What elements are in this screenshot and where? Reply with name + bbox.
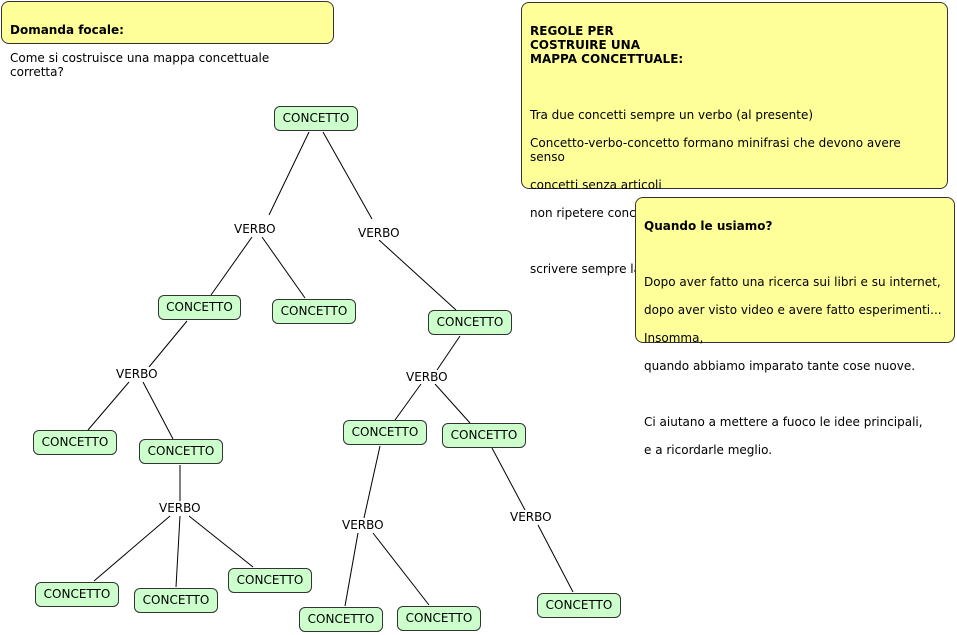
- connector-line: [363, 445, 381, 519]
- connector-line: [188, 515, 254, 568]
- verb-label[interactable]: VERBO: [233, 222, 277, 236]
- connector-line: [148, 320, 188, 368]
- connector-line: [175, 515, 181, 588]
- connector-line: [491, 447, 526, 511]
- connector-line: [322, 131, 373, 220]
- connector-line: [210, 236, 253, 296]
- concept-node-l3b[interactable]: CONCETTO: [134, 588, 218, 613]
- rules-line: Tra due concetti sempre un verbo (al pre…: [530, 108, 814, 122]
- focal-question-note[interactable]: Domanda focale: Come si costruisce una m…: [1, 1, 334, 79]
- connector-line: [394, 383, 422, 421]
- connector-line: [261, 236, 306, 299]
- rules-note[interactable]: REGOLE PER COSTRUIRE UNA MAPPA CONCETTUA…: [521, 2, 948, 276]
- concept-node-l2a[interactable]: CONCETTO: [33, 430, 117, 455]
- concept-node-r2a[interactable]: CONCETTO: [343, 420, 427, 445]
- connector-line: [142, 381, 174, 440]
- connector-line: [537, 524, 574, 593]
- concept-node-l2b[interactable]: CONCETTO: [139, 439, 223, 464]
- rules-title: REGOLE PER COSTRUIRE UNA MAPPA CONCETTUA…: [530, 24, 684, 66]
- focal-question-text: Come si costruisce una mappa concettuale…: [10, 51, 270, 79]
- connector-line: [372, 532, 430, 606]
- rules-line: Concetto-verbo-concetto formano minifras…: [530, 136, 901, 164]
- rules-line: concetti senza articoli: [530, 178, 662, 192]
- usage-note[interactable]: Quando le usiamo? Dopo aver fatto una ri…: [635, 197, 955, 457]
- usage-title: Quando le usiamo?: [644, 219, 773, 233]
- connector-line: [378, 239, 457, 311]
- concept-node-l3a[interactable]: CONCETTO: [35, 582, 119, 607]
- concept-node-r2b[interactable]: CONCETTO: [442, 423, 526, 448]
- concept-node-root[interactable]: CONCETTO: [274, 106, 358, 131]
- usage-line: Ci aiutano a mettere a fuoco le idee pri…: [644, 415, 923, 429]
- verb-label[interactable]: VERBO: [357, 226, 401, 240]
- usage-line: quando abbiamo imparato tante cose nuove…: [644, 359, 916, 373]
- concept-node-r3a[interactable]: CONCETTO: [299, 607, 383, 632]
- connector-line: [93, 515, 171, 582]
- concept-node-l3c[interactable]: CONCETTO: [228, 568, 312, 593]
- connector-line: [268, 131, 310, 216]
- verb-label[interactable]: VERBO: [509, 510, 553, 524]
- connector-line: [344, 532, 359, 607]
- focal-question-title: Domanda focale:: [10, 23, 124, 37]
- concept-node-r1[interactable]: CONCETTO: [428, 310, 512, 335]
- verb-label[interactable]: VERBO: [341, 518, 385, 532]
- verb-label[interactable]: VERBO: [115, 367, 159, 381]
- verb-label[interactable]: VERBO: [405, 370, 449, 384]
- usage-line: Insomma,: [644, 331, 704, 345]
- usage-line: dopo aver visto video e avere fatto espe…: [644, 303, 942, 317]
- concept-node-r3c[interactable]: CONCETTO: [537, 593, 621, 618]
- usage-line: e a ricordarle meglio.: [644, 443, 773, 457]
- verb-label[interactable]: VERBO: [158, 501, 202, 515]
- connector-line: [436, 335, 461, 371]
- connector-line: [87, 381, 130, 431]
- concept-node-r3b[interactable]: CONCETTO: [397, 606, 481, 631]
- connector-line: [434, 383, 471, 424]
- usage-line: Dopo aver fatto una ricerca sui libri e …: [644, 275, 941, 289]
- concept-node-l1b[interactable]: CONCETTO: [272, 299, 356, 324]
- concept-node-l1a[interactable]: CONCETTO: [158, 295, 241, 320]
